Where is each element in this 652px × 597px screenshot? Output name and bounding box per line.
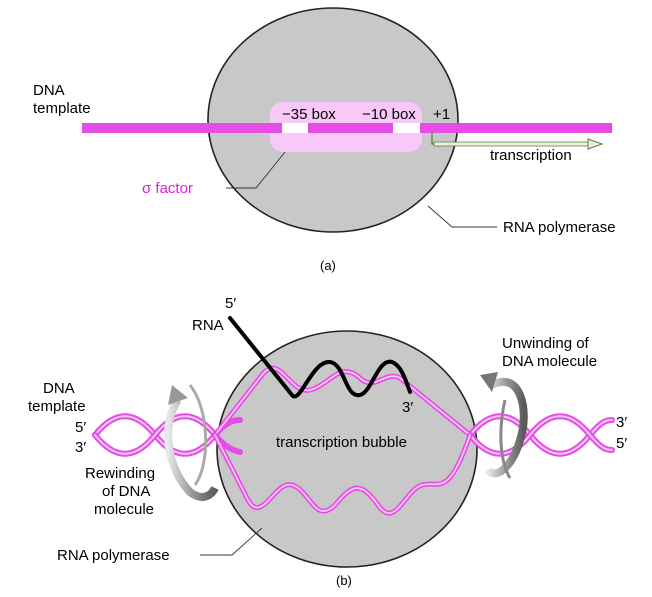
- unwinding-label-line1: Unwinding of: [502, 335, 590, 352]
- template-strand-bubble: [212, 365, 473, 438]
- panel-a-caption: (a): [320, 258, 336, 273]
- rna-3prime-label: 3′: [402, 399, 413, 416]
- rewinding-label-line3: molecule: [94, 501, 154, 518]
- right-3prime-label: 3′: [616, 414, 627, 431]
- dna-template-label-b-line1: DNA: [43, 380, 75, 397]
- unwinding-label-line2: DNA molecule: [502, 353, 597, 370]
- rna-polymerase-label-b: RNA polymerase: [57, 547, 170, 564]
- rewinding-arrow-icon: [164, 384, 219, 501]
- sigma-factor-label: σ factor: [142, 180, 193, 197]
- left-5prime-label: 5′: [75, 419, 86, 436]
- polymerase-leader-line-a: [427, 205, 497, 228]
- dna-template-label-a-line2: template: [33, 100, 91, 117]
- panel-b: 5′ RNA 3′ Unwinding of DNA molecule DNA …: [28, 295, 627, 588]
- rna-label: RNA: [192, 317, 224, 334]
- rna-strand: [228, 316, 412, 399]
- rna-5prime-label: 5′: [225, 295, 236, 312]
- right-dna-helix: [467, 413, 615, 457]
- right-5prime-label: 5′: [616, 435, 627, 452]
- dna-template-label-b-line2: template: [28, 398, 86, 415]
- minus35-box-label: −35 box: [282, 106, 336, 123]
- transcription-bubble-label: transcription bubble: [276, 434, 407, 451]
- transcription-label: transcription: [490, 147, 572, 164]
- dna-template-bar-a: [82, 123, 612, 133]
- rewinding-label-line2: of DNA: [102, 483, 150, 500]
- dna-template-label-a-line1: DNA: [33, 82, 65, 99]
- rewinding-label-line1: Rewinding: [85, 465, 155, 482]
- panel-b-caption: (b): [336, 573, 352, 588]
- plus-one-label: +1: [433, 106, 450, 123]
- left-3prime-label: 3′: [75, 439, 86, 456]
- minus10-box-gap: [393, 123, 420, 133]
- polymerase-leader-line-b: [200, 527, 263, 556]
- sigma-leader-line: [226, 151, 286, 189]
- transcription-arrow-shaft: [433, 141, 591, 147]
- panel-a: DNA template −35 box −10 box +1 transcri…: [33, 7, 616, 273]
- coding-strand-bubble: [212, 432, 473, 516]
- unwinding-arrow-icon: [480, 372, 528, 479]
- minus10-box-label: −10 box: [362, 106, 416, 123]
- transcription-arrowhead: [587, 138, 604, 150]
- minus35-box-gap: [282, 123, 308, 133]
- rna-polymerase-label-a: RNA polymerase: [503, 219, 616, 236]
